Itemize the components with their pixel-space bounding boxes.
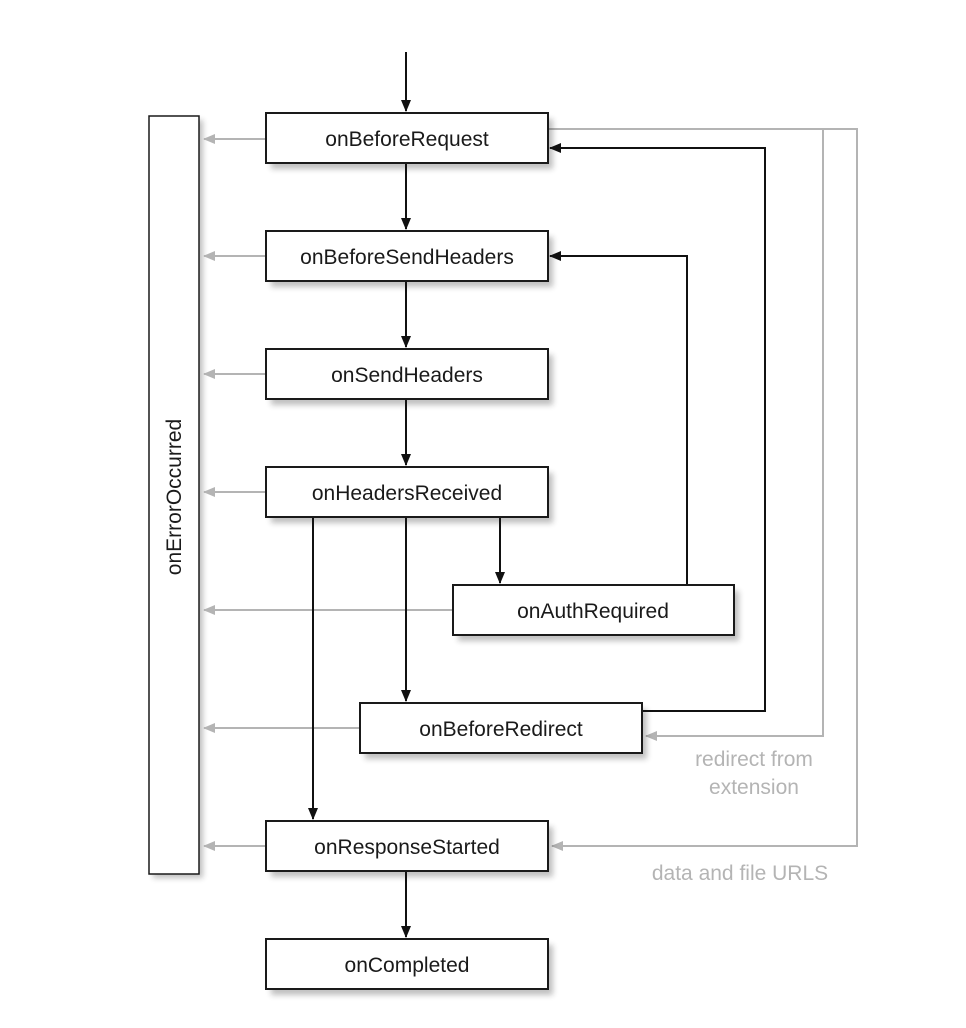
- redirect-from-extension-path: [548, 128, 824, 741]
- node-on-before-send-headers: onBeforeSendHeaders: [265, 230, 553, 287]
- node-on-send-headers-label: onSendHeaders: [331, 364, 483, 387]
- note-redirect-line2: extension: [709, 776, 799, 799]
- error-occurred-label: onErrorOccurred: [163, 419, 186, 575]
- node-on-auth-required: onAuthRequired: [452, 584, 739, 641]
- arrow-auth-to-before-send-headers: [549, 251, 688, 584]
- node-on-before-redirect-label: onBeforeRedirect: [419, 718, 583, 741]
- note-redirect-line1: redirect from: [695, 748, 813, 771]
- data-and-file-urls-path: [551, 128, 858, 851]
- node-on-response-started-label: onResponseStarted: [314, 836, 500, 859]
- main-flow-arrows: [308, 52, 766, 938]
- node-on-headers-received: onHeadersReceived: [265, 466, 553, 523]
- node-on-auth-required-label: onAuthRequired: [517, 600, 669, 623]
- node-on-headers-received-label: onHeadersReceived: [312, 482, 502, 505]
- node-on-before-redirect: onBeforeRedirect: [359, 702, 647, 759]
- node-on-response-started: onResponseStarted: [265, 820, 553, 877]
- node-on-send-headers: onSendHeaders: [265, 348, 553, 405]
- node-on-before-request: onBeforeRequest: [265, 112, 553, 169]
- note-data-and-file-urls: data and file URLS: [652, 862, 828, 885]
- arrow-redirect-to-before-request: [549, 143, 766, 712]
- node-on-completed: onCompleted: [265, 938, 553, 995]
- node-on-completed-label: onCompleted: [345, 954, 470, 977]
- error-arrows: [203, 134, 453, 851]
- error-occurred-bar: onErrorOccurred: [148, 115, 203, 878]
- node-on-before-send-headers-label: onBeforeSendHeaders: [300, 246, 514, 269]
- node-on-before-request-label: onBeforeRequest: [325, 128, 489, 151]
